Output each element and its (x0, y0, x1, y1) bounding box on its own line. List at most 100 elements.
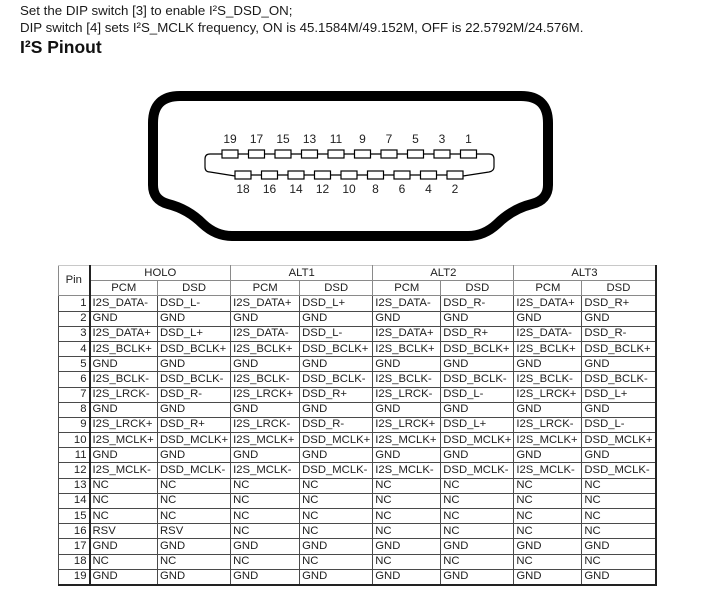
subheader-holo-dsd: DSD (156, 280, 232, 297)
signal-cell: DSD_BCLK+ (299, 340, 374, 358)
pin-pad (406, 149, 425, 159)
signal-cell: DSD_MCLK+ (440, 432, 515, 449)
signal-cell: GND (156, 447, 232, 464)
signal-cell: DSD_MCLK+ (156, 432, 232, 449)
pin-number-label: 16 (263, 182, 277, 196)
pin-number-cell: 6 (58, 371, 91, 388)
signal-cell: GND (581, 356, 657, 373)
pin-number-label: 3 (439, 132, 446, 146)
signal-cell: DSD_R- (581, 325, 657, 342)
pin-number-cell: 1 (58, 295, 91, 312)
signal-cell: NC (230, 507, 301, 525)
signal-cell: I2S_MCLK+ (372, 432, 442, 449)
signal-cell: DSD_BCLK+ (156, 340, 232, 358)
signal-cell: NC (230, 477, 301, 494)
signal-cell: GND (440, 568, 515, 586)
signal-cell: I2S_DATA- (372, 295, 442, 312)
signal-cell: GND (156, 310, 232, 327)
signal-cell: GND (299, 568, 374, 586)
pin-pad (393, 170, 411, 180)
signal-cell: DSD_MCLK- (156, 462, 232, 479)
pin-number-cell: 13 (58, 477, 91, 494)
signal-cell: DSD_L+ (156, 325, 232, 342)
pin-pad (380, 149, 398, 159)
signal-cell: GND (372, 538, 442, 555)
pin-column-header: Pin (58, 264, 91, 297)
signal-cell: NC (299, 477, 374, 494)
group-header-alt2: ALT2 (372, 264, 515, 282)
pin-number-label: 13 (303, 132, 317, 146)
top-pin-pads (221, 149, 478, 159)
pin-number-label: 9 (359, 132, 366, 146)
signal-cell: GND (513, 401, 583, 418)
signal-cell: NC (156, 507, 232, 525)
signal-cell: I2S_LRCK+ (89, 416, 158, 434)
signal-cell: I2S_MCLK+ (230, 432, 301, 449)
signal-cell: DSD_R- (440, 295, 515, 312)
signal-cell: I2S_MCLK+ (513, 432, 583, 449)
pin-number-cell: 5 (58, 356, 91, 373)
signal-cell: I2S_DATA+ (513, 295, 583, 312)
signal-cell: NC (89, 553, 158, 570)
signal-cell: I2S_MCLK+ (89, 432, 158, 449)
signal-cell: GND (513, 447, 583, 464)
pin-number-label: 14 (289, 182, 303, 196)
pin-number-label: 7 (386, 132, 393, 146)
connector-outline (148, 91, 553, 241)
signal-cell: GND (230, 568, 301, 586)
signal-cell: GND (89, 568, 158, 586)
signal-cell: DSD_L+ (440, 416, 515, 434)
signal-cell: I2S_LRCK- (230, 416, 301, 434)
signal-cell: GND (440, 447, 515, 464)
group-header-alt1: ALT1 (230, 264, 374, 282)
signal-cell: GND (89, 538, 158, 555)
signal-cell: NC (440, 523, 515, 540)
signal-cell: GND (372, 401, 442, 418)
signal-cell: DSD_BCLK+ (581, 340, 657, 358)
signal-cell: NC (440, 507, 515, 525)
signal-cell: NC (156, 477, 232, 494)
pin-number-label: 19 (223, 132, 237, 146)
signal-cell: I2S_DATA- (230, 325, 301, 342)
signal-cell: NC (440, 492, 515, 510)
signal-cell: DSD_BCLK- (156, 371, 232, 388)
signal-cell: NC (156, 553, 232, 570)
pin-number-cell: 14 (58, 492, 91, 510)
signal-cell: DSD_R+ (581, 295, 657, 312)
pin-number-cell: 2 (58, 310, 91, 327)
signal-cell: NC (230, 553, 301, 570)
signal-cell: I2S_BCLK- (513, 371, 583, 388)
signal-cell: GND (89, 447, 158, 464)
signal-cell: DSD_BCLK+ (440, 340, 515, 358)
signal-cell: I2S_BCLK- (230, 371, 301, 388)
pin-pad (247, 149, 266, 159)
pin-number-label: 10 (342, 182, 356, 196)
signal-cell: NC (513, 523, 583, 540)
pin-pad (300, 149, 319, 159)
signal-cell: GND (581, 401, 657, 418)
signal-cell: NC (156, 492, 232, 510)
signal-cell: DSD_BCLK- (299, 371, 374, 388)
signal-cell: NC (372, 477, 442, 494)
signal-cell: NC (581, 553, 657, 570)
pin-pad (221, 149, 239, 159)
signal-cell: I2S_DATA- (89, 295, 158, 312)
signal-cell: GND (581, 447, 657, 464)
signal-cell: I2S_LRCK+ (513, 386, 583, 403)
signal-cell: I2S_BCLK+ (372, 340, 442, 358)
signal-cell: I2S_BCLK- (89, 371, 158, 388)
signal-cell: DSD_L+ (581, 386, 657, 403)
pin-number-cell: 16 (58, 523, 91, 540)
dip-switch-4-note: DIP switch [4] sets I²S_MCLK frequency, … (20, 20, 584, 35)
pin-pad (366, 170, 385, 180)
pin-number-cell: 7 (58, 386, 91, 403)
